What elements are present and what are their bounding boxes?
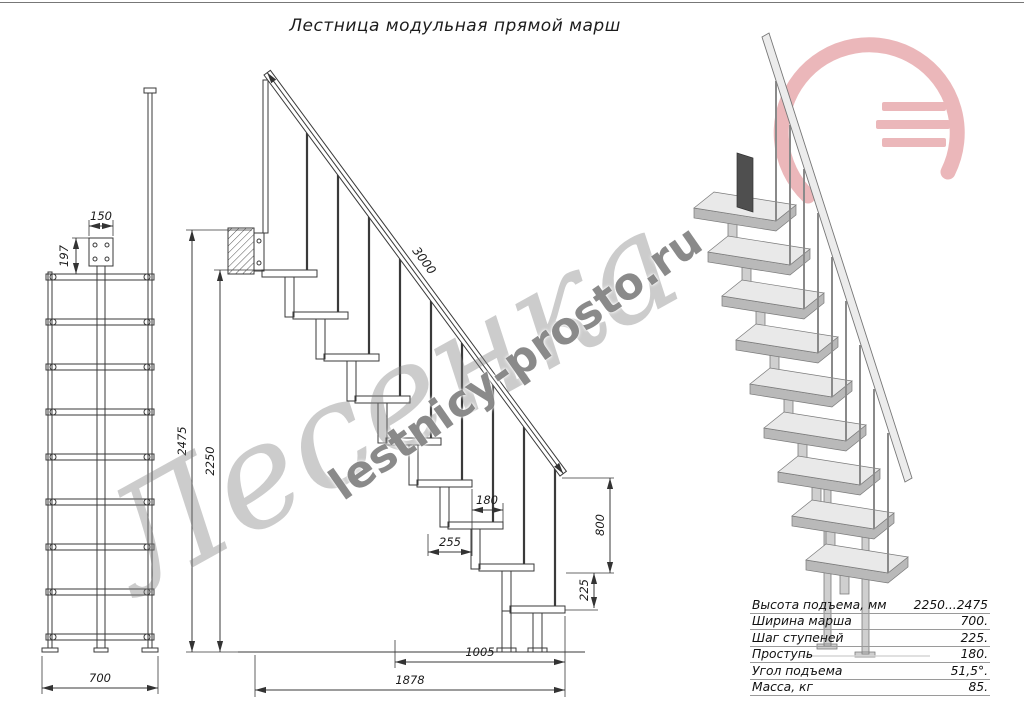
- spec-row: Угол подъема 51,5°.: [750, 663, 990, 680]
- render-3d: [693, 32, 965, 658]
- front-dimension-lines: [42, 222, 158, 692]
- spec-value: 225.: [960, 630, 988, 645]
- front-view: 150 197 700: [41, 87, 159, 694]
- side-top-post: [262, 79, 269, 234]
- dim-700: 700: [89, 671, 111, 685]
- wall-hatch: [227, 227, 255, 275]
- dim-1005: 1005: [465, 645, 494, 659]
- front-base-plates: [41, 647, 159, 653]
- dim-1878: 1878: [395, 673, 424, 687]
- spec-row: Проступь 180.: [750, 647, 990, 663]
- spec-row: Масса, кг 85.: [750, 680, 990, 696]
- side-extension-lines: [186, 229, 614, 697]
- front-extension-lines: [41, 220, 159, 694]
- spec-label: Шаг ступеней: [752, 630, 844, 645]
- dim-225: 225: [577, 579, 591, 601]
- front-steps: [45, 273, 155, 641]
- spec-value: 180.: [960, 647, 988, 661]
- dim-255: 255: [439, 535, 461, 549]
- side-view: 2475 2250 3000 180 255 800 225 1005 1878: [175, 69, 614, 697]
- spec-label: Угол подъема: [752, 663, 843, 678]
- drawing-title: Лестница модульная прямой марш: [289, 16, 621, 36]
- render-balusters: [775, 81, 889, 573]
- spec-row: Высота подъема, мм 2250...2475: [750, 597, 990, 614]
- render-tread-tops: [693, 191, 909, 574]
- render-handrail: [761, 32, 913, 483]
- side-treads: [261, 269, 566, 614]
- spec-label: Масса, кг: [752, 680, 813, 694]
- spec-value: 51,5°.: [950, 663, 988, 678]
- sheet-top-border: [0, 2, 1024, 3]
- dim-180: 180: [476, 493, 498, 507]
- dim-2475: 2475: [175, 426, 189, 455]
- side-balusters: [305, 133, 557, 606]
- spec-value: 2250...2475: [913, 597, 988, 612]
- wall-mount-plate: [253, 232, 265, 272]
- dim-800: 800: [593, 514, 607, 536]
- spec-row: Ширина марша 700.: [750, 614, 990, 630]
- spec-value: 700.: [960, 614, 988, 628]
- front-center-spine: [96, 265, 106, 649]
- spec-table: Высота подъема, мм 2250...2475 Ширина ма…: [750, 597, 990, 696]
- dim-150: 150: [90, 209, 112, 223]
- render-tread-skirts: [693, 204, 909, 584]
- front-step-joints: [49, 273, 151, 641]
- front-mount-plate: [88, 237, 114, 267]
- spec-value: 85.: [968, 680, 988, 694]
- dim-2250: 2250: [203, 446, 217, 475]
- brand-logo: [773, 37, 965, 204]
- side-dimension-lines: [188, 72, 614, 694]
- spec-label: Ширина марша: [752, 614, 852, 628]
- side-support-modules: [284, 276, 543, 653]
- spec-row: Шаг ступеней 225.: [750, 630, 990, 647]
- spec-label: Высота подъема, мм: [752, 597, 887, 612]
- spec-label: Проступь: [752, 647, 814, 661]
- front-handrail-cap: [143, 87, 157, 94]
- render-wall-bracket: [736, 152, 754, 213]
- side-base-plates: [496, 647, 548, 653]
- dim-197: 197: [57, 244, 71, 267]
